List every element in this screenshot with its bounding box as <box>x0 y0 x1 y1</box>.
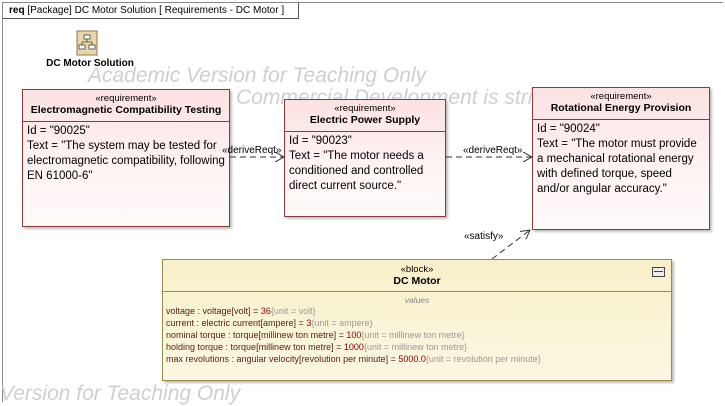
requirement-name: Electric Power Supply <box>309 114 421 126</box>
value-property-voltage[interactable]: voltage : voltage[volt] = 36{unit = volt… <box>166 305 668 317</box>
requirement-stereotype: «requirement» <box>590 91 652 102</box>
requirement-stereotype: «requirement» <box>334 103 396 114</box>
property-unit: {unit = ampere} <box>311 318 373 328</box>
requirement-electric-power-supply[interactable]: «requirement» Electric Power Supply Id =… <box>284 99 446 217</box>
property-value: 100 <box>346 330 362 340</box>
value-property-nominal-torque[interactable]: nominal torque : torque[millinew ton met… <box>166 329 668 341</box>
frame-keyword: req <box>9 5 25 16</box>
block-stereotype: «block» <box>400 264 434 275</box>
frame-title: req [Package] DC Motor Solution [ Requir… <box>3 3 300 19</box>
frame-title-text: [Package] DC Motor Solution [ Requiremen… <box>24 5 285 16</box>
value-property-holding-torque[interactable]: holding torque : torque[millinew ton met… <box>166 341 668 353</box>
satisfy-line <box>491 230 530 260</box>
property-unit: {unit = revolution per minute} <box>425 354 541 364</box>
property-signature: max revolutions : angular velocity[revol… <box>166 354 399 364</box>
package-icon[interactable] <box>76 30 98 56</box>
block-dc-motor[interactable]: «block» DC Motor values voltage : voltag… <box>162 259 672 381</box>
values-compartment-title: values <box>404 295 430 305</box>
requirement-emc-testing[interactable]: «requirement» Electromagnetic Compatibil… <box>22 89 230 227</box>
property-unit: {unit = millinew ton metre} <box>361 330 465 340</box>
values-compartment: voltage : voltage[volt] = 36{unit = volt… <box>163 305 671 365</box>
requirement-text: Text = "The motor needs a conditioned an… <box>289 150 424 192</box>
property-signature: nominal torque : torque[millinew ton met… <box>166 330 347 340</box>
requirement-stereotype: «requirement» <box>95 93 157 104</box>
property-signature: holding torque : torque[millinew ton met… <box>166 342 344 352</box>
requirement-id: Id = "90025" <box>27 125 90 137</box>
property-signature: current : electric current[ampere] = <box>166 318 307 328</box>
value-property-current[interactable]: current : electric current[ampere] = 3{u… <box>166 317 668 329</box>
value-property-max-revolutions[interactable]: max revolutions : angular velocity[revol… <box>166 353 668 365</box>
package-name[interactable]: DC Motor Solution <box>46 58 134 69</box>
requirement-name: Electromagnetic Compatibility Testing <box>30 104 222 116</box>
property-value: 5000.0 <box>398 354 426 364</box>
derive-reqt-label-2[interactable]: «deriveReqt» <box>463 145 523 156</box>
satisfy-label[interactable]: «satisfy» <box>464 231 504 242</box>
property-signature: voltage : voltage[volt] = <box>166 306 261 316</box>
requirement-id: Id = "90024" <box>537 123 600 135</box>
property-unit: {unit = volt} <box>270 306 316 316</box>
property-value: 1000 <box>343 342 364 352</box>
requirement-text: Text = "The system may be tested for ele… <box>27 140 225 182</box>
property-unit: {unit = millinew ton metre} <box>363 342 468 352</box>
property-value: 36 <box>260 306 271 316</box>
diagram-frame <box>2 2 723 402</box>
block-name: DC Motor <box>393 275 441 287</box>
requirement-rotational-energy[interactable]: «requirement» Rotational Energy Provisio… <box>532 87 710 230</box>
property-value: 3 <box>306 318 312 328</box>
requirement-name: Rotational Energy Provision <box>550 102 692 114</box>
derive-reqt-label-1[interactable]: «deriveReqt» <box>222 145 282 156</box>
requirement-text: Text = "The motor must provide a mechani… <box>537 138 697 195</box>
block-icon <box>652 267 665 277</box>
requirement-id: Id = "90023" <box>289 135 352 147</box>
